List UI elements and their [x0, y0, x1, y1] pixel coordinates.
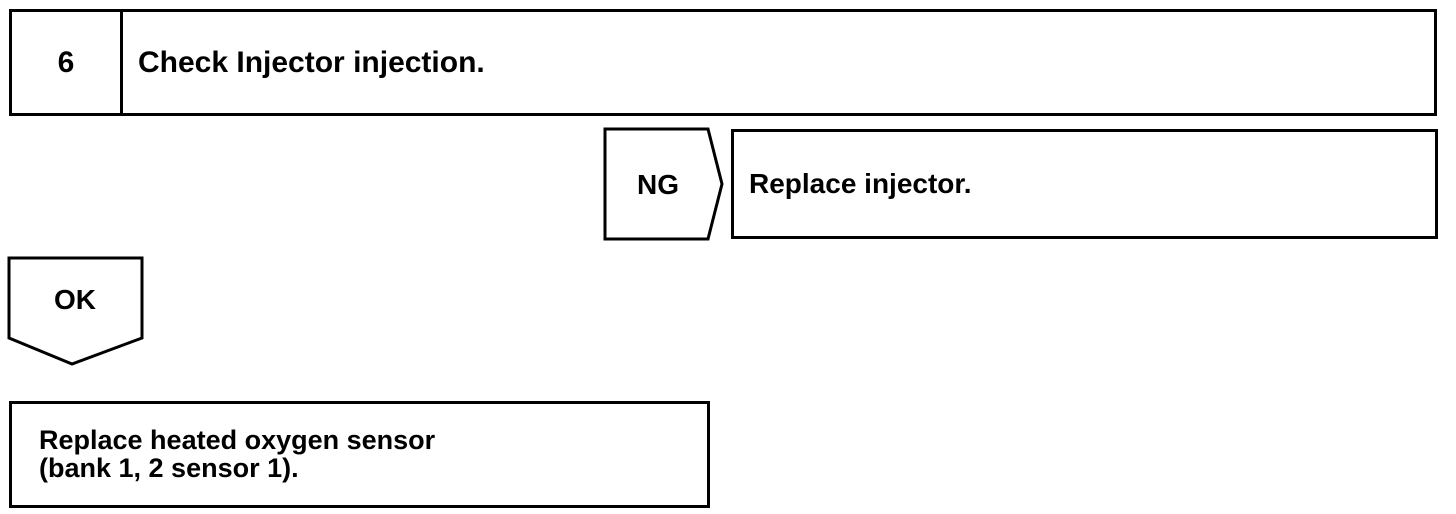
ok-action-line-2: (bank 1, 2 sensor 1).	[39, 453, 299, 483]
ok-label: OK	[54, 284, 96, 315]
ng-arrow-outline	[603, 127, 724, 241]
ok-action-line-1: Replace heated oxygen sensor	[39, 425, 436, 455]
ok-action-box: Replace heated oxygen sensor (bank 1, 2 …	[9, 401, 710, 508]
step-number: 6	[12, 12, 123, 113]
ng-action-text: Replace injector.	[749, 168, 972, 199]
ok-arrow-outline	[7, 256, 144, 366]
step-box: 6 Check Injector injection.	[9, 9, 1437, 116]
ng-action-box: Replace injector.	[731, 129, 1438, 239]
ok-action-text: Replace heated oxygen sensor (bank 1, 2 …	[39, 426, 435, 482]
ng-label: NG	[637, 169, 679, 200]
step-title: Check Injector injection.	[138, 45, 485, 79]
